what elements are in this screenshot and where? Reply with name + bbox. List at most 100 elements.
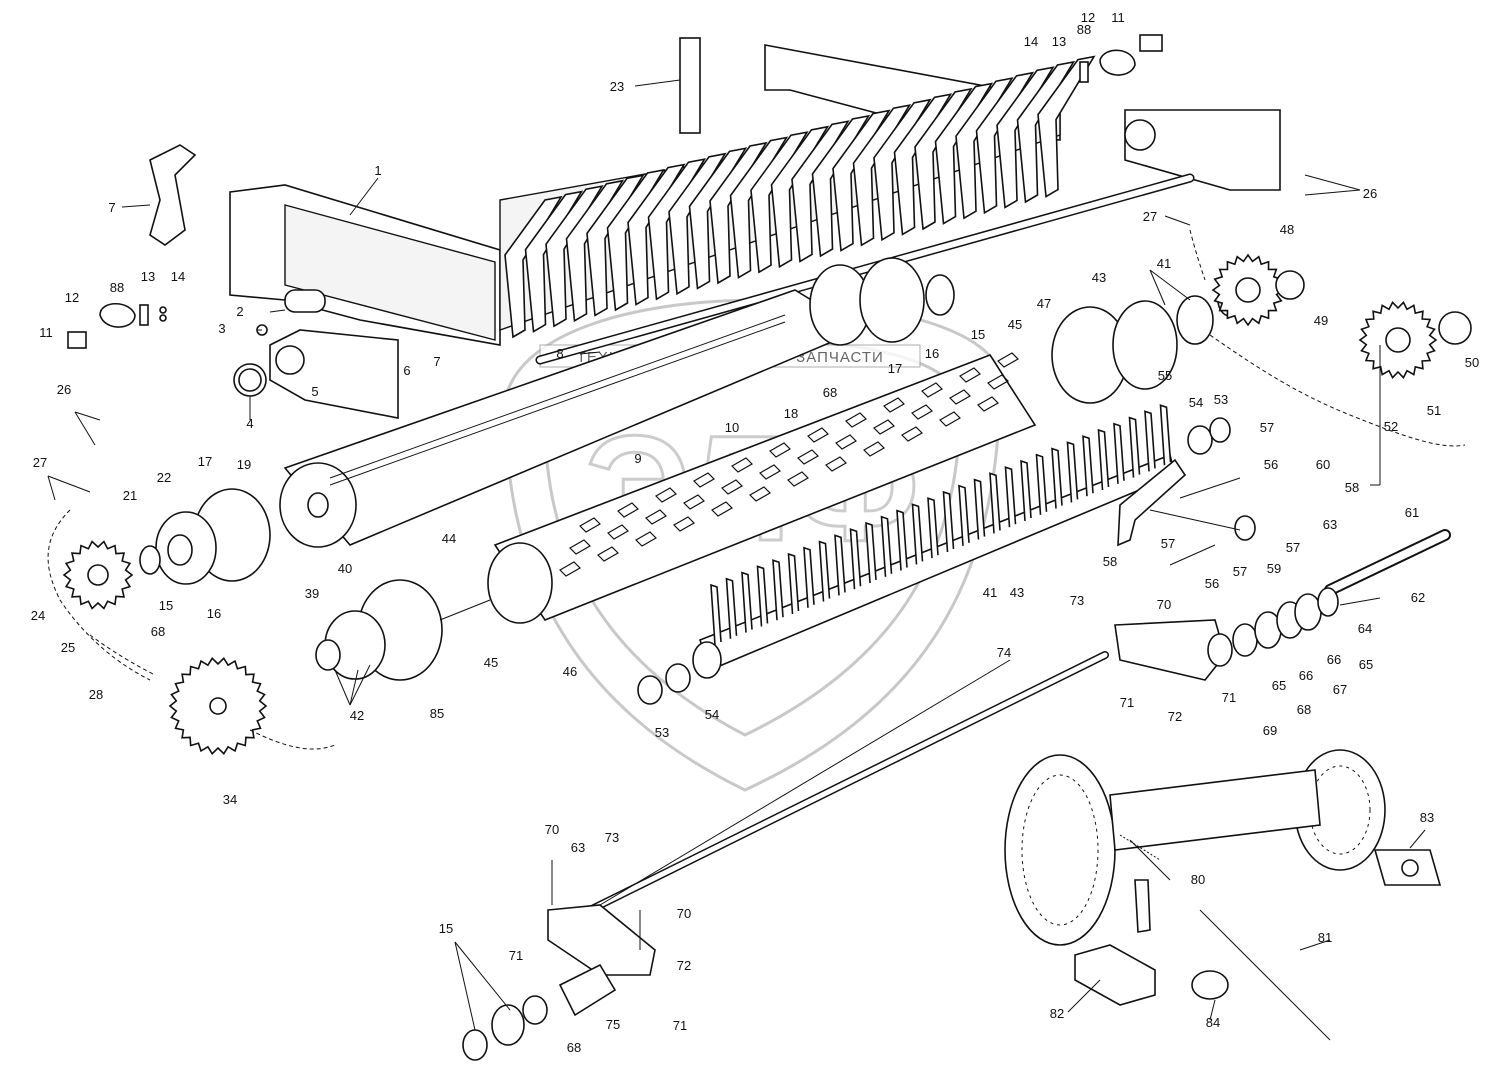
hub-part-16-center [167, 534, 193, 566]
pickup-slat [832, 109, 891, 252]
callout-label-c34: 34 [223, 792, 237, 807]
pin-part-75 [558, 963, 617, 1017]
washer-part-64 [1317, 587, 1339, 617]
tine-bar [692, 404, 1176, 679]
callout-label-c11b: 11 [1111, 10, 1125, 25]
pickup-slat [934, 82, 994, 225]
tine [849, 528, 862, 590]
callout-label-c3: 3 [218, 321, 225, 336]
bushing-part-54 [1187, 425, 1213, 455]
callout-label-c55: 55 [1158, 368, 1172, 383]
tine [1066, 441, 1079, 503]
roller-diamond [683, 494, 705, 510]
tine [927, 497, 939, 559]
tine [787, 552, 800, 615]
pickup-slat [688, 147, 748, 290]
pickup-slat [1037, 55, 1096, 198]
callout-label-c51: 51 [1427, 403, 1441, 418]
callout-label-c54b: 54 [705, 707, 719, 722]
roller-diamond [997, 352, 1019, 368]
callout-label-c9: 9 [634, 451, 641, 466]
roller-diamond [579, 517, 601, 533]
callout-label-c47: 47 [1037, 296, 1051, 311]
callout-label-c73a: 73 [1070, 593, 1084, 608]
callout-label-c15a: 15 [971, 327, 985, 342]
tine [911, 503, 924, 565]
roller-diamond [921, 382, 943, 398]
callout-label-c27b: 27 [1143, 209, 1157, 224]
callout-label-c17a: 17 [888, 361, 902, 376]
plate-part-23 [679, 37, 701, 134]
callout-label-c4: 4 [246, 416, 253, 431]
right-side-plate [1124, 109, 1281, 191]
pickup-slat [975, 71, 1035, 215]
callout-label-c61: 61 [1405, 505, 1419, 520]
callout-label-c82: 82 [1050, 1006, 1064, 1021]
tine [1004, 466, 1017, 528]
callout-label-c50: 50 [1465, 355, 1479, 370]
roller-diamond [711, 501, 733, 517]
roller-diamond [731, 457, 753, 473]
callout-label-c68d: 68 [567, 1040, 581, 1055]
callout-label-c75: 75 [606, 1017, 620, 1032]
tine [1051, 447, 1063, 509]
callout-label-c53a: 53 [1214, 392, 1228, 407]
roller-diamond [911, 404, 933, 420]
callout-label-c1: 1 [374, 163, 381, 178]
tine [772, 559, 784, 621]
sprocket-bore [209, 697, 227, 715]
callout-label-c66b: 66 [1299, 668, 1313, 683]
callout-label-c65a: 65 [1359, 657, 1373, 672]
frame-part-81-strut [1199, 909, 1331, 1041]
tine [865, 521, 877, 584]
roller-diamond [655, 487, 677, 503]
callout-label-c70b: 70 [545, 822, 559, 837]
roller-diamond [645, 509, 667, 525]
roller-diamond [693, 472, 715, 488]
callout-label-c8: 8 [556, 346, 563, 361]
bolt-part-56b [1169, 544, 1216, 566]
bearing-part-68 [1232, 623, 1258, 657]
callout-label-c85: 85 [430, 706, 444, 721]
callout-label-c58a: 58 [1345, 480, 1359, 495]
bracket-part-7 [149, 144, 197, 246]
roller-diamond [787, 471, 809, 487]
sprocket-part-51 [1358, 301, 1438, 379]
roller-diamond [883, 397, 905, 413]
callout-label-c23: 23 [610, 79, 624, 94]
textured-roller-end [487, 542, 553, 624]
callout-label-c52: 52 [1384, 419, 1398, 434]
pickup-slat [770, 125, 830, 269]
chain-part-27 [1189, 229, 1206, 281]
frame-part-81-inner [1129, 863, 1461, 1042]
link-part-57 [1149, 509, 1241, 531]
callout-label-c72b: 72 [677, 958, 691, 973]
pickup-slat [791, 120, 850, 263]
bottom-clamp-assembly [462, 860, 656, 1061]
bracket-part-83-hole [1401, 859, 1419, 877]
roller-diamond [845, 412, 867, 428]
bearing-part-15b [925, 274, 955, 316]
callout-label-c68c: 68 [1297, 702, 1311, 717]
bushing-part-53 [1209, 417, 1231, 443]
tine [942, 490, 955, 553]
pickup-slat [750, 131, 809, 274]
callout-label-c58b: 58 [1103, 554, 1117, 569]
callout-label-c43b: 43 [1010, 585, 1024, 600]
roller-diamond [759, 464, 781, 480]
pickup-slat [873, 98, 932, 242]
pickup-slat [955, 77, 1014, 220]
callout-label-c65b: 65 [1272, 678, 1286, 693]
roller-diamond [987, 374, 1009, 390]
lever-part [1134, 879, 1151, 933]
pickup-slat [606, 168, 666, 312]
chain-part-34 [249, 729, 336, 750]
sprocket-part-34 [168, 657, 268, 755]
callout-label-c80: 80 [1191, 872, 1205, 887]
crank-arm [1117, 458, 1187, 547]
tine-bar-end [692, 641, 722, 679]
latch-part-12b [1099, 49, 1136, 76]
callout-label-c27a: 27 [33, 455, 47, 470]
tine [1082, 435, 1094, 497]
callout-label-c26b: 26 [1363, 186, 1377, 201]
